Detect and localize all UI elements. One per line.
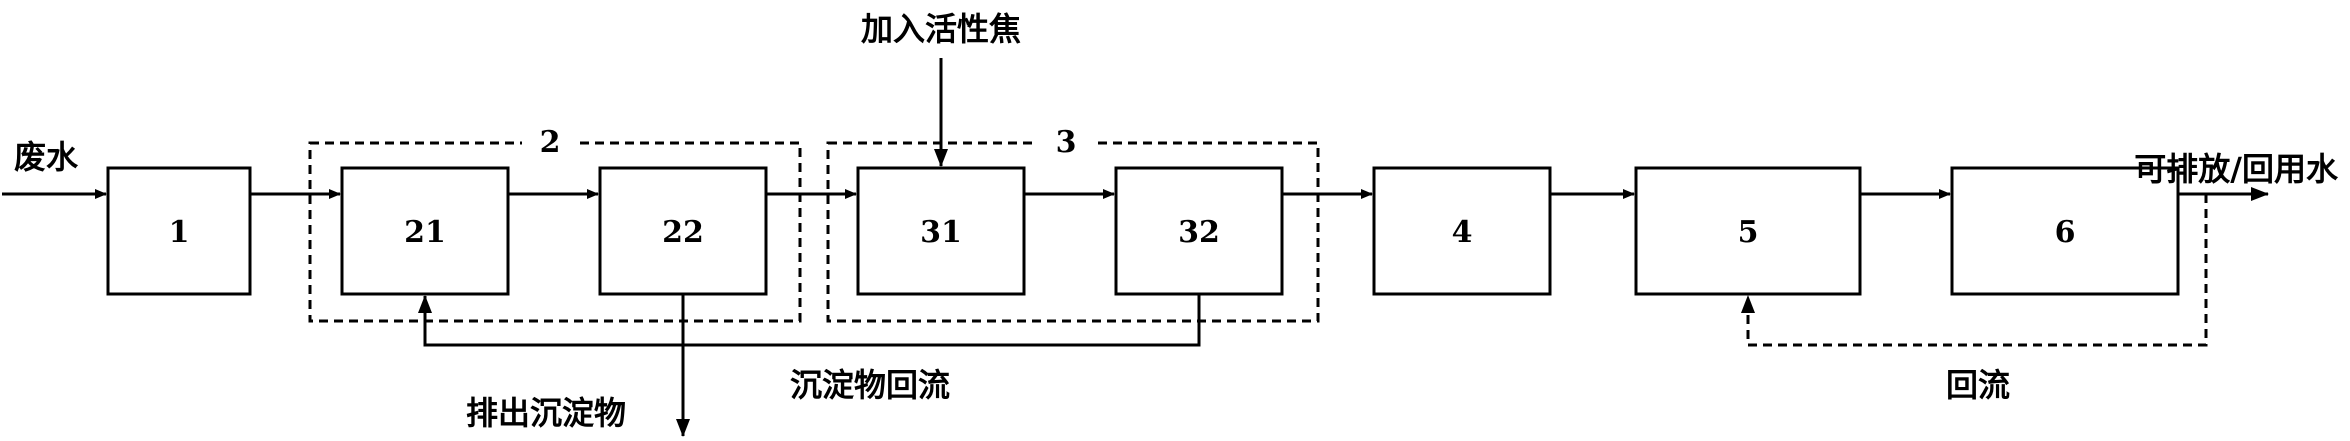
group-3-label: 3 (1056, 125, 1077, 160)
unit-21-box (340, 166, 510, 296)
unit-21-label: 21 (404, 215, 446, 250)
unit-4-box (1372, 166, 1552, 296)
unit-1-label: 1 (169, 215, 190, 250)
unit-31-box (856, 166, 1026, 296)
sediment-discharge-label: 排出沉淀物 (466, 394, 626, 432)
sediment-return-label: 沉淀物回流 (790, 366, 950, 404)
unit-5-box (1634, 166, 1862, 296)
unit-31-label: 31 (920, 215, 962, 250)
return-flow-line (1741, 194, 2208, 347)
output-water-label: 可排放/回用水 (2134, 150, 2339, 188)
activated-coke-label: 加入活性焦 (861, 10, 1021, 48)
unit-6-label: 6 (2055, 215, 2076, 250)
sediment-return-line (418, 294, 1201, 347)
return-flow-label: 回流 (1946, 366, 2010, 404)
unit-32-label: 32 (1178, 215, 1220, 250)
unit-1-box (106, 166, 252, 296)
unit-22-label: 22 (662, 215, 704, 250)
unit-6-box (1950, 166, 2180, 296)
group-2-label-bg (522, 125, 578, 161)
group-2-label: 2 (540, 125, 561, 160)
unit-32-box (1114, 166, 1284, 296)
group-3-label-bg (1038, 125, 1094, 161)
wastewater-label: 废水 (14, 138, 79, 176)
unit-4-label: 4 (1452, 215, 1473, 250)
unit-22-box (598, 166, 768, 296)
unit-5-label: 5 (1738, 215, 1759, 250)
